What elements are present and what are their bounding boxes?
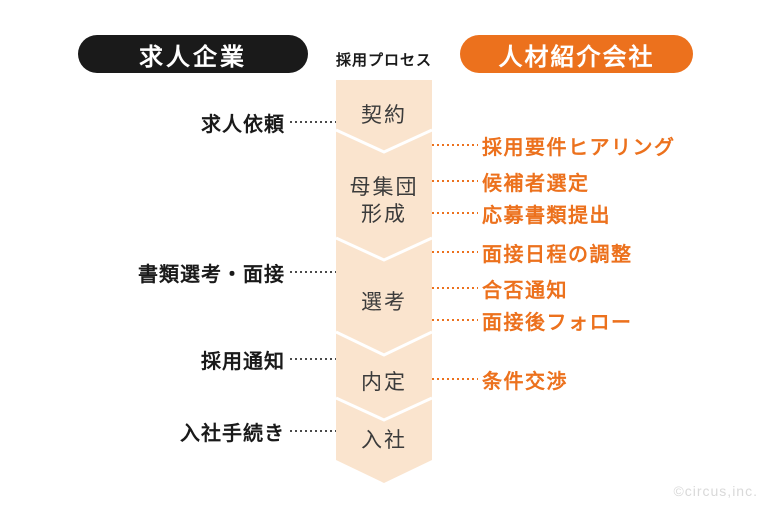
agency-step-row: 条件交渉 [432,366,568,393]
dotted-connector-left [290,358,336,360]
flow-arrow-shape [336,80,432,483]
stage-label-offer: 内定 [361,371,407,394]
dotted-connector-right [432,251,478,253]
company-step-label: 書類選考・面接 [138,263,285,286]
dotted-connector-right [432,212,478,214]
agency-pill: 人材紹介会社 [460,35,693,73]
agency-step-label: 合否通知 [482,279,568,302]
flow-arrow [336,80,432,483]
company-step-row: 採用通知 [201,347,336,373]
agency-step-label: 応募書類提出 [482,204,611,227]
stage-divider-3 [336,330,432,357]
dotted-connector-left [290,430,336,432]
agency-step-label: 面接後フォロー [482,311,633,334]
company-step-row: 書類選考・面接 [138,260,336,286]
dotted-connector-right [432,319,478,321]
dotted-connector-left [290,271,336,273]
agency-step-row: 応募書類提出 [432,200,611,227]
company-step-row: 入社手続き [180,419,336,445]
agency-step-row: 候補者選定 [432,168,590,195]
agency-step-row: 合否通知 [432,275,568,302]
dotted-connector-right [432,180,478,182]
company-step-row: 求人依頼 [201,110,336,136]
stage-divider-1 [336,128,432,154]
company-step-label: 採用通知 [201,350,285,373]
company-step-label: 入社手続き [180,422,285,445]
stage-divider-4 [336,396,432,422]
agency-step-row: 面接後フォロー [432,307,633,334]
copyright: ©circus,inc. [673,483,758,499]
company-pill: 求人企業 [78,35,308,73]
agency-step-row: 採用要件ヒアリング [432,132,676,159]
dotted-connector-left [290,121,336,123]
dotted-connector-right [432,287,478,289]
stage-label-contract: 契約 [361,104,407,127]
process-title: 採用プロセス [335,52,432,69]
stage-label-joining: 入社 [361,429,407,452]
stage-label-pool-formation: 母集団形成 [349,176,419,226]
stage-divider-2 [336,236,432,262]
company-step-label: 求人依頼 [201,113,285,136]
agency-step-label: 条件交渉 [482,370,568,393]
stage-label-screening: 選考 [361,291,407,314]
agency-step-label: 候補者選定 [482,172,590,195]
agency-step-label: 採用要件ヒアリング [482,136,676,159]
dotted-connector-right [432,378,478,380]
agency-step-label: 面接日程の調整 [482,243,633,266]
agency-step-row: 面接日程の調整 [432,239,633,266]
dotted-connector-right [432,144,478,146]
